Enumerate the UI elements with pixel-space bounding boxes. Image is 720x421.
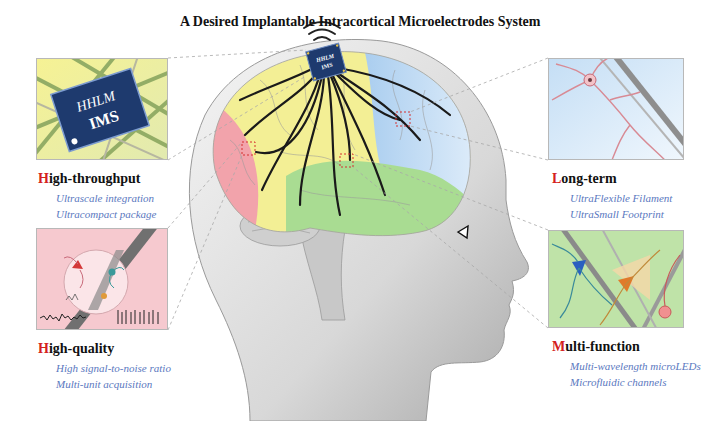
panel-heading: High-quality (38, 340, 114, 357)
panel-feature: UltraFlexible Filament (570, 191, 672, 205)
panel-feature: Ultrascale integration (56, 191, 154, 205)
diagram-title: A Desired Implantable Intracortical Micr… (180, 13, 540, 31)
panel-box: Multi-functionMulti-wavelength microLEDs… (548, 230, 684, 328)
panel-feature: UltraSmall Footprint (570, 207, 664, 221)
panel-box: High-throughputUltrascale integrationUlt… (36, 58, 168, 160)
panel-box: Long-termUltraFlexible FilamentUltraSmal… (548, 58, 684, 160)
panel-feature: Multi-wavelength microLEDs (570, 359, 701, 373)
panel-feature: Ultracompact package (56, 207, 157, 221)
panel-heading: Multi-function (552, 338, 640, 355)
panel-box: High-qualityHigh signal-to-noise ratioMu… (36, 228, 168, 330)
chip-label: IMS (87, 108, 121, 133)
panel-heading: High-throughput (38, 170, 140, 187)
panel-feature: Microfluidic channels (570, 375, 666, 389)
implant-chip-label: IMS (321, 62, 334, 71)
panel-feature: Multi-unit acquisition (56, 377, 152, 391)
panel-heading: Long-term (552, 170, 617, 187)
panel-feature: High signal-to-noise ratio (56, 361, 171, 375)
